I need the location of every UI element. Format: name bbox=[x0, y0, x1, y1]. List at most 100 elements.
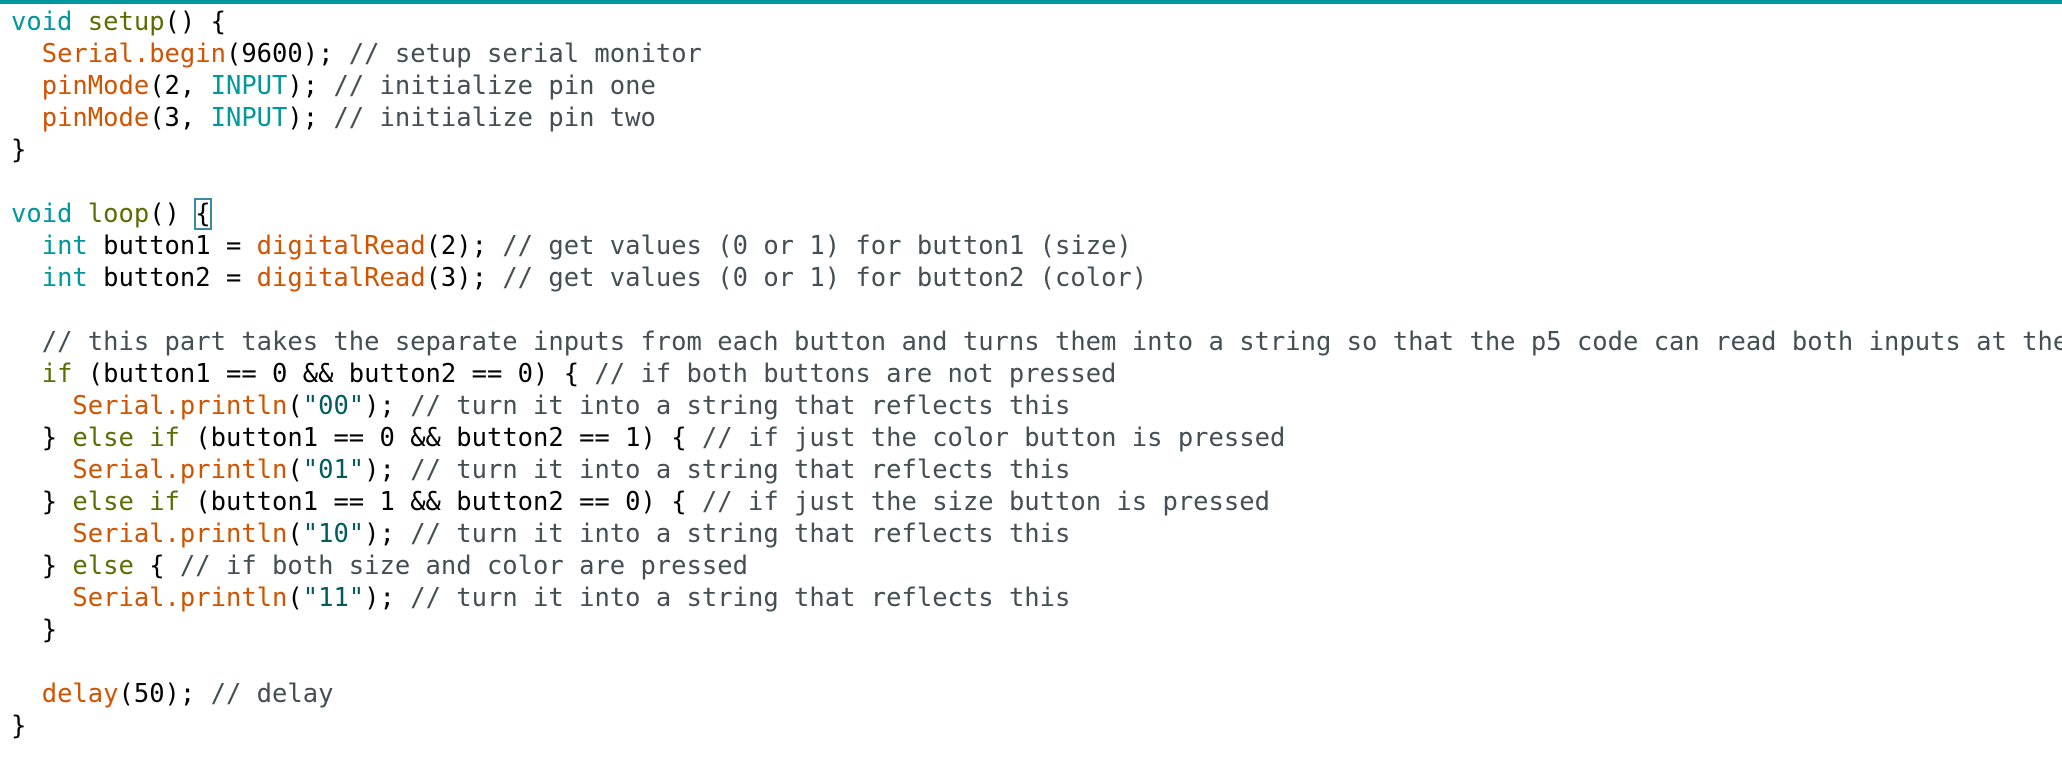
call-token: println bbox=[179, 391, 288, 421]
call-token: . bbox=[164, 455, 180, 485]
function-token: loop bbox=[87, 199, 150, 229]
code-text: (2); bbox=[425, 231, 503, 261]
comment-token: // get values (0 or 1) for button1 (size… bbox=[502, 231, 1132, 261]
code-text: (button1 == 0 && button2 == 0) { bbox=[72, 359, 595, 389]
code-text bbox=[11, 359, 42, 389]
code-text bbox=[72, 7, 87, 37]
call-token: . bbox=[133, 39, 150, 69]
code-line[interactable]: pinMode(3, INPUT); // initialize pin two bbox=[11, 102, 2062, 134]
function-token: else bbox=[72, 551, 134, 581]
code-text bbox=[11, 583, 72, 613]
code-text: { bbox=[133, 551, 180, 581]
comment-token: // turn it into a string that reflects t… bbox=[410, 391, 1071, 421]
code-line[interactable]: int button2 = digitalRead(3); // get val… bbox=[11, 262, 2062, 294]
code-text bbox=[72, 199, 87, 229]
code-line[interactable]: Serial.println("00"); // turn it into a … bbox=[11, 390, 2062, 422]
call-token: pinMode bbox=[41, 103, 150, 133]
code-line[interactable]: // this part takes the separate inputs f… bbox=[11, 326, 2062, 358]
code-text: } bbox=[11, 487, 73, 517]
function-token: if bbox=[41, 359, 73, 389]
call-token: Serial bbox=[41, 39, 134, 69]
code-text: ( bbox=[287, 391, 303, 421]
code-line[interactable]: int button1 = digitalRead(2); // get val… bbox=[11, 230, 2062, 262]
code-line[interactable]: } bbox=[11, 134, 2062, 166]
code-line[interactable]: } else { // if both size and color are p… bbox=[11, 550, 2062, 582]
editor-tab-accent-bar bbox=[0, 0, 2062, 4]
comment-token: // initialize pin one bbox=[333, 71, 656, 101]
code-text: ); bbox=[364, 519, 411, 549]
constant-token: INPUT bbox=[210, 71, 288, 101]
code-text-area[interactable]: void setup() { Serial.begin(9600); // se… bbox=[11, 6, 2062, 742]
call-token: Serial bbox=[72, 391, 165, 421]
string-token: "11" bbox=[302, 583, 365, 613]
code-text bbox=[11, 679, 42, 709]
code-editor[interactable]: void setup() { Serial.begin(9600); // se… bbox=[0, 4, 2062, 774]
comment-token: // if both size and color are pressed bbox=[179, 551, 748, 581]
call-token: Serial bbox=[72, 455, 165, 485]
code-text: () bbox=[149, 199, 196, 229]
function-token: else bbox=[72, 487, 134, 517]
code-text: ( bbox=[287, 583, 303, 613]
code-text bbox=[11, 519, 72, 549]
code-line[interactable]: if (button1 == 0 && button2 == 0) { // i… bbox=[11, 358, 2062, 390]
code-text: button2 = bbox=[87, 263, 257, 293]
code-line[interactable]: } else if (button1 == 1 && button2 == 0)… bbox=[11, 486, 2062, 518]
code-text bbox=[11, 327, 42, 357]
code-line[interactable]: } else if (button1 == 0 && button2 == 1)… bbox=[11, 422, 2062, 454]
code-text: (3); bbox=[425, 263, 503, 293]
code-text: ); bbox=[287, 103, 334, 133]
function-token: if bbox=[149, 423, 180, 453]
function-token: if bbox=[149, 487, 180, 517]
code-line[interactable]: } bbox=[11, 614, 2062, 646]
comment-token: // turn it into a string that reflects t… bbox=[410, 519, 1071, 549]
comment-token: // if just the color button is pressed bbox=[701, 423, 1286, 453]
code-line[interactable]: delay(50); // delay bbox=[11, 678, 2062, 710]
keyword-token: int bbox=[41, 231, 88, 261]
string-token: "01" bbox=[302, 455, 365, 485]
comment-token: // initialize pin two bbox=[333, 103, 656, 133]
code-text: (50); bbox=[118, 679, 211, 709]
code-text bbox=[11, 231, 42, 261]
code-text bbox=[11, 391, 72, 421]
code-line[interactable]: Serial.begin(9600); // setup serial moni… bbox=[11, 38, 2062, 70]
call-token: println bbox=[179, 455, 288, 485]
code-text: ); bbox=[364, 455, 411, 485]
code-line[interactable] bbox=[11, 294, 2062, 326]
comment-token: // turn it into a string that reflects t… bbox=[410, 583, 1071, 613]
code-text: (9600); bbox=[225, 39, 349, 69]
call-token: digitalRead bbox=[256, 263, 426, 293]
code-text: } bbox=[11, 615, 58, 645]
call-token: Serial bbox=[72, 519, 165, 549]
code-line[interactable]: } bbox=[11, 710, 2062, 742]
keyword-token: void bbox=[11, 199, 73, 229]
call-token: Serial bbox=[72, 583, 165, 613]
comment-token: // if both buttons are not pressed bbox=[594, 359, 1117, 389]
code-text: ( bbox=[287, 519, 303, 549]
code-line[interactable] bbox=[11, 646, 2062, 678]
code-line[interactable]: void setup() { bbox=[11, 6, 2062, 38]
code-text bbox=[134, 487, 149, 517]
code-text: ); bbox=[364, 391, 411, 421]
constant-token: INPUT bbox=[210, 103, 288, 133]
code-text bbox=[11, 103, 42, 133]
code-line[interactable]: pinMode(2, INPUT); // initialize pin one bbox=[11, 70, 2062, 102]
code-line[interactable]: Serial.println("10"); // turn it into a … bbox=[11, 518, 2062, 550]
matched-brace-highlight: { bbox=[194, 198, 212, 230]
comment-token: // this part takes the separate inputs f… bbox=[41, 327, 2062, 357]
keyword-token: void bbox=[11, 7, 73, 37]
code-line[interactable]: Serial.println("01"); // turn it into a … bbox=[11, 454, 2062, 486]
code-text: } bbox=[11, 423, 73, 453]
function-token: setup bbox=[87, 7, 165, 37]
comment-token: // get values (0 or 1) for button2 (colo… bbox=[502, 263, 1148, 293]
string-token: "00" bbox=[302, 391, 365, 421]
comment-token: // setup serial monitor bbox=[348, 39, 702, 69]
code-text bbox=[11, 39, 42, 69]
code-text: } bbox=[11, 711, 27, 741]
code-line[interactable]: void loop() { bbox=[11, 198, 2062, 230]
code-line[interactable] bbox=[11, 166, 2062, 198]
call-token: . bbox=[164, 583, 180, 613]
code-text: } bbox=[11, 551, 73, 581]
call-token: println bbox=[179, 583, 288, 613]
code-text bbox=[11, 263, 42, 293]
code-line[interactable]: Serial.println("11"); // turn it into a … bbox=[11, 582, 2062, 614]
